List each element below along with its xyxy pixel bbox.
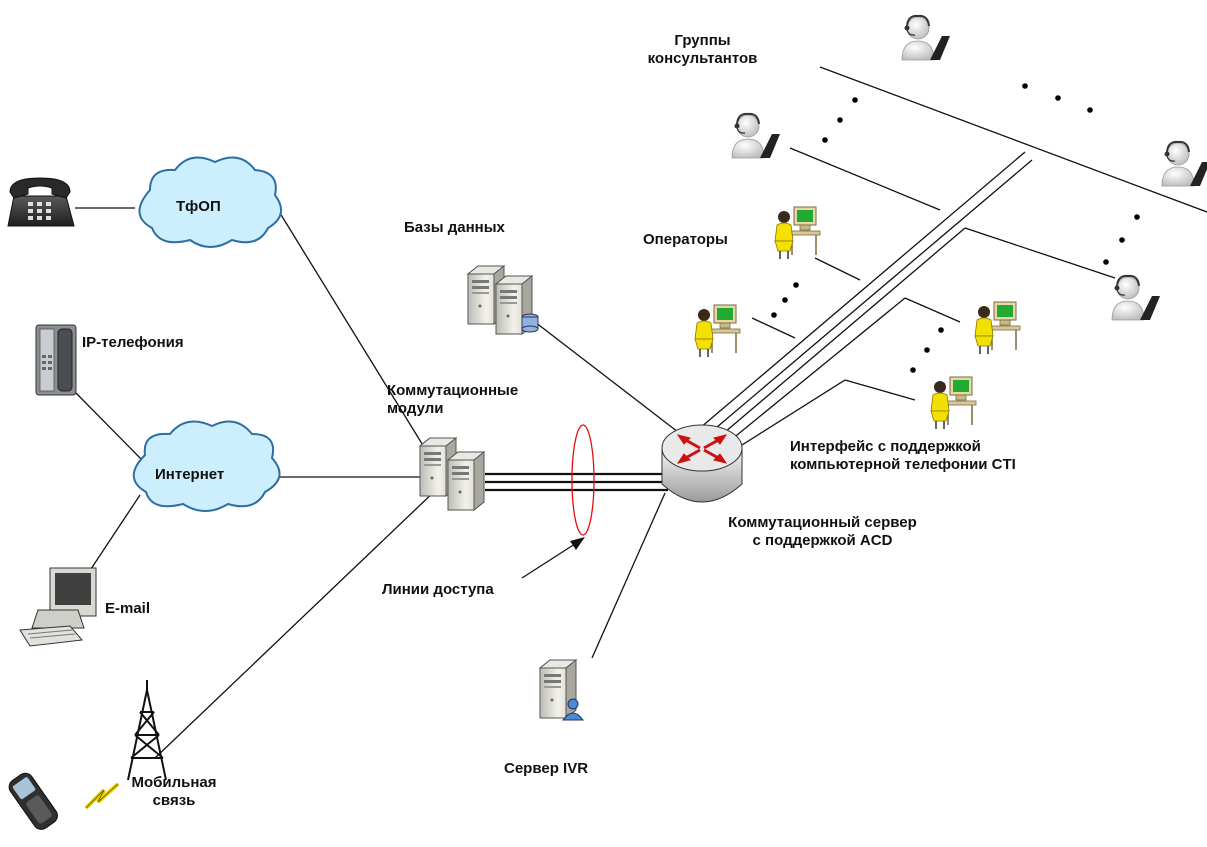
cti-label: Интерфейс с поддержкой компьютерной теле…: [790, 438, 1016, 474]
internet-label: Интернет: [155, 466, 225, 483]
consultant-icon: [731, 112, 781, 159]
line-pstn-modules: [274, 204, 433, 461]
operators-label: Операторы: [643, 231, 728, 248]
access-lines-ring: [571, 424, 595, 536]
telephone-icon: [7, 177, 75, 227]
consultant-icon: [1161, 140, 1207, 187]
operator-icon: [930, 376, 977, 430]
line-email-internet: [84, 494, 141, 579]
acd-label-line2: с поддержкой ACD: [752, 532, 893, 549]
access-lines-label: Линии доступа: [382, 581, 494, 598]
access-lines-bundle: [485, 472, 668, 492]
pstn-label: ТфОП: [176, 198, 221, 215]
radio-tower-icon: [127, 680, 167, 781]
connection-lines: [74, 66, 1207, 759]
line-db-router: [534, 321, 679, 433]
operator-icon: [774, 206, 821, 260]
ip-telephony-label: IP-телефония: [82, 334, 184, 351]
ip-phone-icon: [35, 324, 77, 396]
consultant-groups-line1: Группы: [674, 32, 731, 49]
mobile-label-line2: связь: [152, 792, 196, 809]
ivr-server-icon: [539, 659, 584, 721]
mobile-label: Мобильная связь: [115, 774, 233, 810]
acd-server-label: Коммутационный сервер с поддержкой ACD: [700, 514, 945, 550]
operator-icon: [694, 304, 741, 358]
consultant-icon: [901, 14, 951, 62]
line-ivr-router: [591, 492, 666, 659]
cti-label-line2: компьютерной телефонии CTI: [790, 456, 1016, 473]
line-tower-modules: [154, 487, 439, 759]
database-server-icon: [467, 265, 539, 335]
wireless-signal-icon: [84, 782, 120, 810]
mobile-label-line1: Мобильная: [131, 774, 217, 791]
cloud-icon: [132, 420, 281, 512]
router-icon: [661, 424, 743, 503]
consultant-groups-line2: консультантов: [647, 50, 758, 67]
mobile-phone-icon: [8, 772, 58, 830]
email-label: E-mail: [105, 600, 151, 617]
cti-label-line1: Интерфейс с поддержкой: [790, 438, 981, 455]
switch-modules-line1: Коммутационные: [387, 382, 519, 399]
ivr-server-label: Сервер IVR: [504, 760, 589, 777]
switch-modules-line2: модули: [387, 400, 444, 417]
server-icon: [447, 451, 485, 511]
acd-label-line1: Коммутационный сервер: [728, 514, 917, 531]
access-lines-arrow: [521, 537, 585, 579]
databases-label: Базы данных: [404, 219, 505, 236]
cloud-icon: [138, 156, 283, 248]
operator-icon: [974, 301, 1021, 355]
consultant-icon: [1111, 274, 1161, 321]
ellipsis-dots: [771, 83, 1140, 373]
switch-modules-label: Коммутационные модули: [387, 382, 518, 418]
line-ipphone-internet: [74, 391, 146, 464]
consultant-groups-label: Группы консультантов: [620, 32, 785, 68]
computer-icon: [19, 567, 97, 647]
